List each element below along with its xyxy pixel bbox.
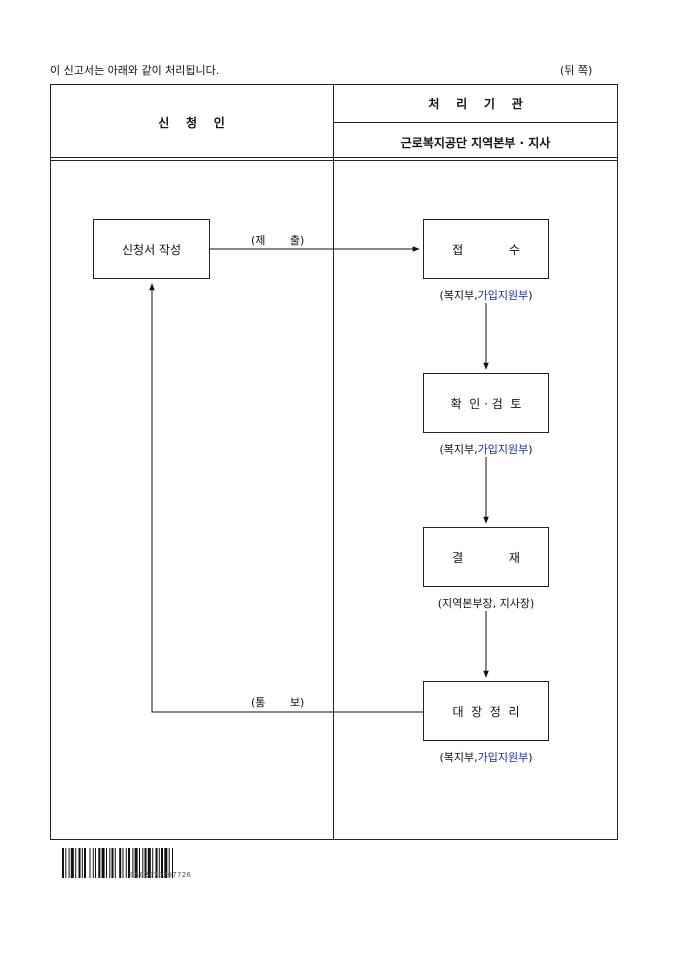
step-box-approval: 결 재 [423, 527, 549, 587]
barcode-bar [70, 848, 74, 878]
process-table [50, 84, 618, 840]
header-bottom-line-1 [50, 157, 618, 158]
step-box-review: 확 인 · 검 토 [423, 373, 549, 433]
barcode-bar [172, 848, 173, 878]
step-box-receipt: 접 수 [423, 219, 549, 279]
barcode-bar [84, 848, 86, 878]
agency-column-header: 처 리 기 관 [428, 97, 523, 111]
barcode-bar [114, 848, 116, 878]
agency-subheader: 근로복지공단 지역본부 · 지사 [400, 136, 551, 150]
barcode-bar [101, 848, 105, 878]
step-label: 대 장 정 리 [452, 704, 520, 719]
back-side-label: (뒤 쪽) [560, 64, 593, 77]
barcode-bar [106, 848, 107, 878]
barcode-bar [119, 848, 122, 878]
barcode-bar [62, 848, 64, 878]
column-divider [333, 84, 334, 840]
barcode-bar [78, 848, 81, 878]
barcode-bar [152, 848, 154, 878]
step-label: 결 재 [452, 550, 520, 565]
barcode [62, 848, 173, 878]
barcode-bar [95, 848, 96, 878]
header-subdivider [333, 122, 618, 123]
step-label: 확 인 · 검 토 [450, 396, 522, 411]
step-box-ledger: 대 장 정 리 [423, 681, 549, 741]
barcode-bar [111, 848, 114, 878]
step-department: (지역본부장, 지사장) [437, 597, 535, 610]
application-writing-box: 신청서 작성 [93, 219, 210, 279]
step-label: 접 수 [452, 242, 520, 257]
barcode-bar [144, 848, 147, 878]
notify-arrow [149, 283, 423, 713]
barcode-bar [132, 848, 134, 878]
barcode-bar [147, 848, 151, 878]
barcode-bar [92, 848, 94, 878]
notify-label: (통 보) [251, 696, 305, 709]
barcode-bar [128, 848, 130, 878]
barcode-bar [81, 848, 83, 878]
barcode-bar [125, 848, 127, 878]
barcode-bar [161, 848, 163, 878]
applicant-column-header: 신 청 인 [158, 116, 225, 130]
barcode-bar [168, 848, 170, 878]
application-writing-label: 신청서 작성 [121, 242, 181, 257]
barcode-bar [139, 848, 140, 878]
barcode-bar [164, 848, 168, 878]
barcode-bar [134, 848, 138, 878]
step-department: (복지부,가입지원부) [439, 443, 533, 456]
barcode-number: CS02070207726 [130, 871, 192, 879]
step-department: (복지부,가입지원부) [439, 289, 533, 302]
barcode-bar [75, 848, 77, 878]
barcode-bar [122, 848, 124, 878]
barcode-bar [142, 848, 144, 878]
barcode-bar [89, 848, 91, 878]
barcode-bar [68, 848, 70, 878]
barcode-bar [65, 848, 67, 878]
barcode-bar [109, 848, 111, 878]
header-bottom-line-2 [50, 160, 618, 161]
processing-note: 이 신고서는 아래와 같이 처리됩니다. [50, 64, 220, 77]
barcode-bar [98, 848, 101, 878]
barcode-bar [155, 848, 158, 878]
submit-label: (제 출) [251, 234, 305, 247]
step-department: (복지부,가입지원부) [439, 751, 533, 764]
barcode-bar [158, 848, 160, 878]
